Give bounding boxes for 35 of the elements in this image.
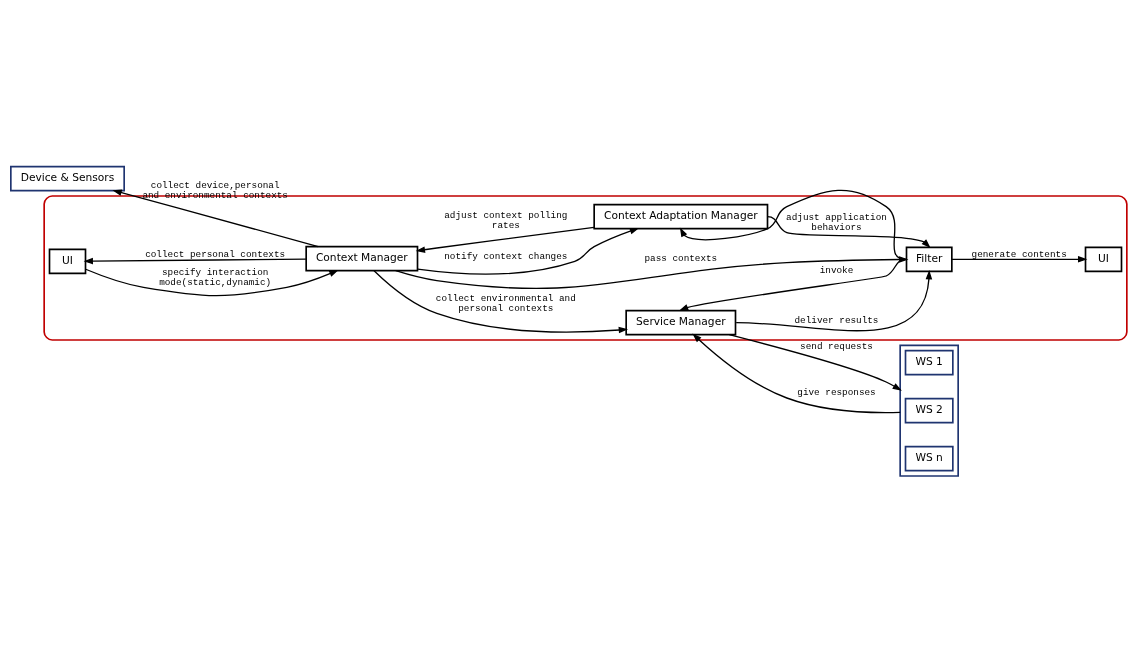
edge-label: give responses (797, 386, 876, 398)
arrow (112, 188, 319, 247)
edge-label: collect environmental and personal contexts (435, 292, 576, 314)
cluster (899, 344, 959, 477)
arrow (415, 226, 595, 253)
edge-label: collect personal contexts (145, 248, 286, 260)
arrow (766, 215, 931, 248)
node-box: WS 1 (904, 349, 954, 375)
arrow (728, 333, 902, 391)
node-box: UI (1084, 246, 1123, 272)
node-box: Context Adaptation Manager (593, 203, 769, 229)
arrow (417, 227, 640, 275)
arrow (85, 268, 339, 296)
edge-label: generate contents (971, 248, 1067, 260)
arrow (83, 257, 307, 264)
node-box: Context Manager (305, 245, 419, 271)
arrow (735, 269, 933, 331)
node-box: WS 2 (904, 397, 954, 423)
edge-label: pass contexts (644, 252, 718, 264)
arrow (679, 189, 907, 260)
edge-label: specify interaction mode(static,dynamic) (159, 266, 272, 288)
arrow (951, 255, 1088, 263)
arrow (692, 333, 901, 413)
arrow (373, 269, 629, 333)
node-box: Device & Sensors (10, 165, 125, 191)
edge-label: invoke (819, 264, 854, 276)
edge-label: adjust application behaviors (786, 211, 887, 233)
edge-label: notify context changes (444, 250, 568, 262)
node-box: Filter (905, 246, 953, 272)
edge-label: deliver results (794, 314, 879, 326)
node-box: Service Manager (625, 309, 737, 335)
edge-label: send requests (800, 340, 873, 352)
node-box: WS n (904, 445, 954, 471)
node-box: UI (48, 248, 87, 274)
edge-label: adjust context polling rates (444, 209, 568, 231)
